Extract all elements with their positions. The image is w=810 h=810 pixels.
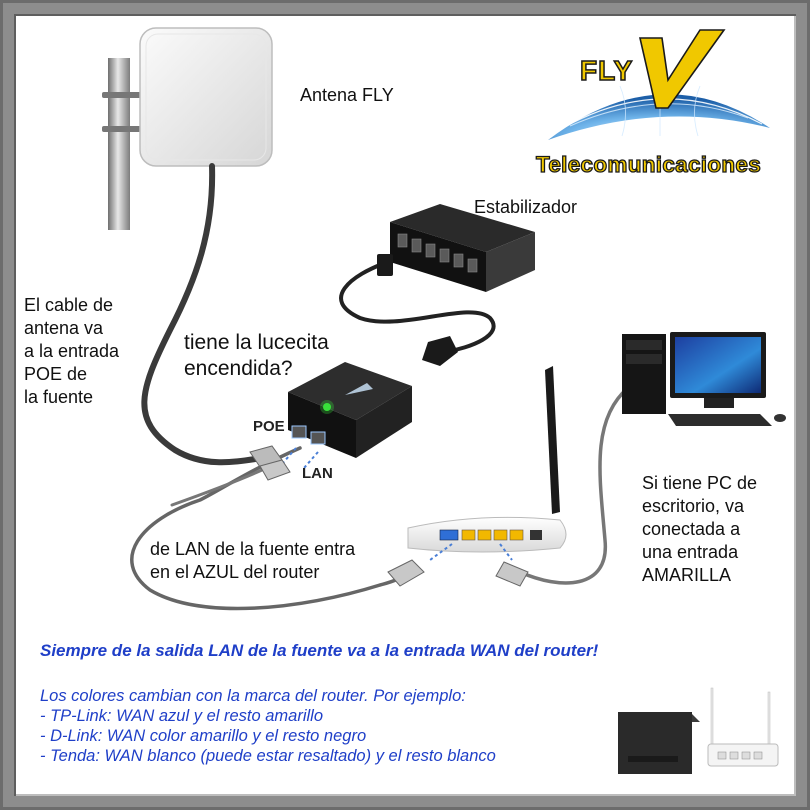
notes-list: Los colores cambian con la marca del rou… bbox=[40, 686, 496, 766]
stabilizer-label: Estabilizador bbox=[474, 197, 578, 217]
router-illustration bbox=[387, 366, 567, 587]
note-item-dlink: - D-Link: WAN color amarillo y el resto … bbox=[40, 727, 367, 745]
brand-name: FLY bbox=[579, 54, 634, 87]
stabilizer-illustration bbox=[377, 204, 535, 366]
note-item-tenda: - Tenda: WAN blanco (puede estar resalta… bbox=[40, 747, 496, 765]
brand-subtitle: Telecomunicaciones bbox=[535, 151, 762, 177]
antenna-illustration bbox=[102, 27, 273, 230]
cables bbox=[130, 163, 630, 611]
antenna-label: Antena FLY bbox=[300, 85, 394, 105]
main-note: Siempre de la salida LAN de la fuente va… bbox=[40, 641, 599, 660]
desktop-pc-illustration bbox=[622, 332, 786, 426]
note-item-tplink: - TP-Link: WAN azul y el resto amarillo bbox=[40, 707, 324, 725]
poe-port-label: POE bbox=[253, 418, 285, 435]
antenna-cable-label: El cable de antena va a la entrada POE d… bbox=[24, 295, 120, 407]
lan-to-router-label: de LAN de la fuente entra en el AZUL del… bbox=[150, 539, 356, 582]
router-examples-photo bbox=[618, 687, 779, 774]
lan-port-label: LAN bbox=[302, 465, 333, 482]
notes-intro: Los colores cambian con la marca del rou… bbox=[40, 687, 466, 705]
poe-injector-illustration bbox=[249, 362, 412, 481]
pc-connection-label: Si tiene PC de escritorio, va conectada … bbox=[642, 473, 758, 585]
fly-logo bbox=[548, 29, 770, 140]
led-question-label: tiene la lucecita encendida? bbox=[184, 331, 329, 380]
